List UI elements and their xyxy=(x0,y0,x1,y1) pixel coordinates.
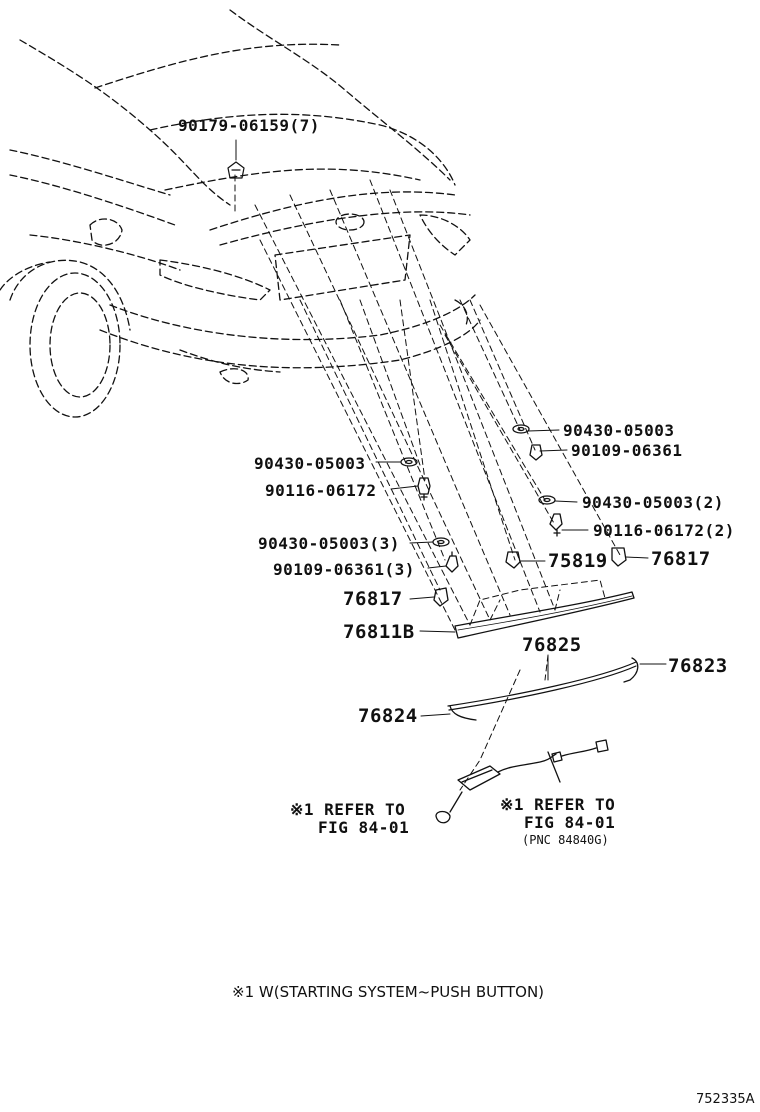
washer-90430-c xyxy=(538,495,556,505)
label-90430-05003-right[interactable]: 90430-05003 xyxy=(563,421,675,440)
illustration-code: 752335A xyxy=(696,1092,755,1107)
label-90109-06361[interactable]: 90109-06361 xyxy=(571,441,683,460)
label-leaders xyxy=(235,139,667,717)
ref-left-line1[interactable]: ※1 REFER TO xyxy=(290,800,406,819)
ref-left-line2[interactable]: FIG 84-01 xyxy=(318,818,410,837)
car-body-outline xyxy=(0,9,481,418)
label-75819[interactable]: 75819 xyxy=(548,550,608,572)
clip-75819 xyxy=(505,551,521,569)
label-90430-05003-3[interactable]: 90430-05003(3) xyxy=(258,534,400,553)
clip-90179 xyxy=(227,161,245,179)
endcap-76823 xyxy=(623,657,639,683)
washer-90430-d xyxy=(432,537,450,547)
label-90109-06361-3[interactable]: 90109-06361(3) xyxy=(273,560,415,579)
endcap-76824 xyxy=(449,705,477,721)
label-76817-right[interactable]: 76817 xyxy=(651,548,711,570)
ref-right-pnc: (PNC 84840G) xyxy=(522,833,609,847)
moulding-76825 xyxy=(447,661,637,711)
label-76823[interactable]: 76823 xyxy=(668,655,728,677)
garnish-76811B xyxy=(454,591,635,639)
label-90116-06172[interactable]: 90116-06172 xyxy=(265,481,377,500)
label-76811B[interactable]: 76811B xyxy=(343,621,415,643)
label-76825[interactable]: 76825 xyxy=(522,634,582,656)
label-90116-06172-2[interactable]: 90116-06172(2) xyxy=(593,521,735,540)
screw-90109-b xyxy=(445,551,459,573)
screw-90116-b xyxy=(549,513,563,537)
label-90430-05003-2[interactable]: 90430-05003(2) xyxy=(582,493,724,512)
footnote: ※1 W(STARTING SYSTEM~PUSH BUTTON) xyxy=(232,983,545,1001)
switch-harness xyxy=(457,739,609,791)
connector-left xyxy=(435,791,463,824)
label-76817-left[interactable]: 76817 xyxy=(343,588,403,610)
ref-right-line1[interactable]: ※1 REFER TO xyxy=(500,795,616,814)
label-90430-05003-left[interactable]: 90430-05003 xyxy=(254,454,366,473)
washer-90430-b-right xyxy=(512,424,530,434)
bracket-76817-a xyxy=(611,547,627,567)
label-90179-06159[interactable]: 90179-06159(7) xyxy=(178,116,320,135)
bracket-76817-b xyxy=(433,587,449,607)
screw-90109-a xyxy=(529,444,543,461)
label-76824[interactable]: 76824 xyxy=(358,705,418,727)
washer-90430-a xyxy=(400,457,418,467)
ref-right-line2[interactable]: FIG 84-01 xyxy=(524,813,616,832)
